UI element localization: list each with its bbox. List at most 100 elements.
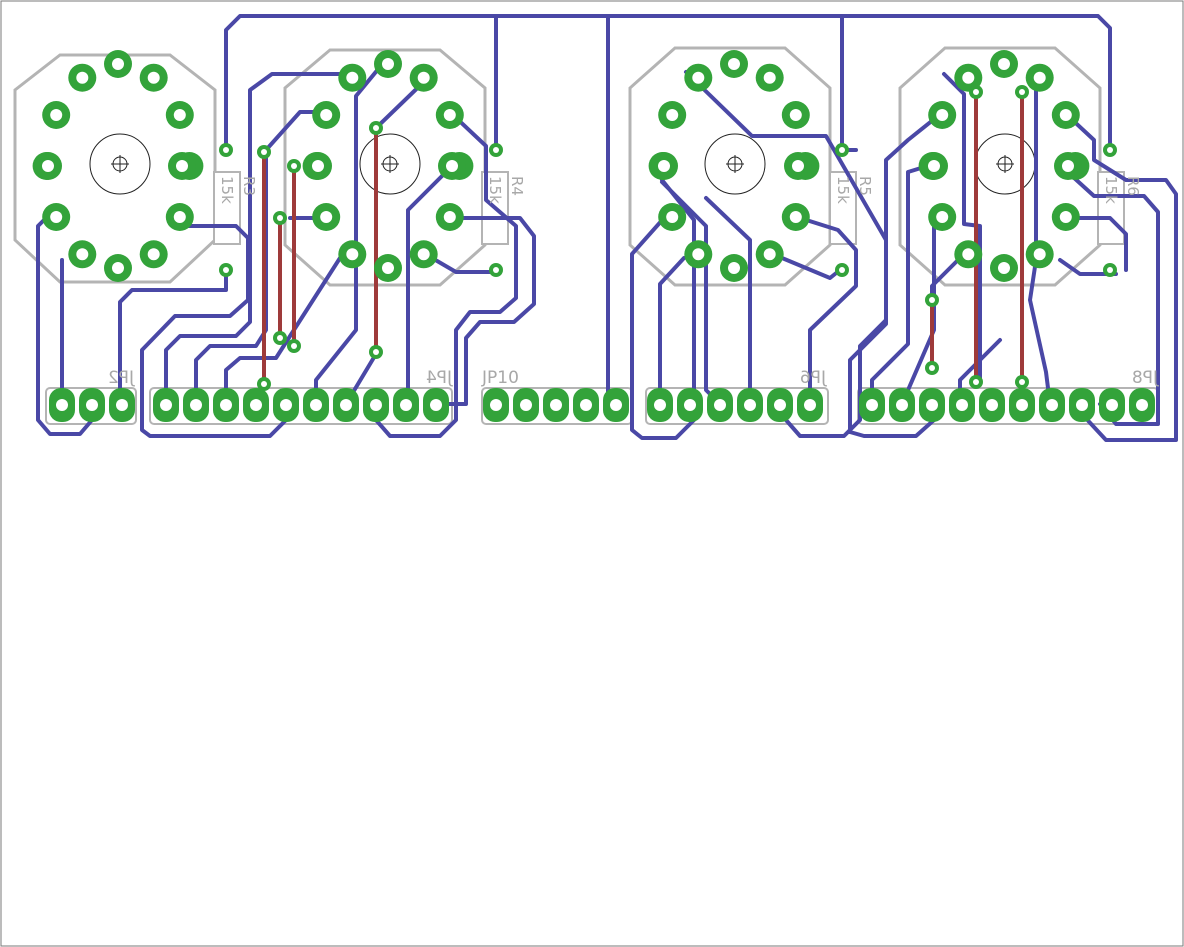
- via: [287, 339, 301, 353]
- trace-jp8-f: [1064, 112, 1178, 442]
- trace-jp4-c: [224, 256, 342, 406]
- trace-sw2-f: [434, 216, 536, 406]
- via: [969, 375, 983, 389]
- trace-jp8-e: [1058, 258, 1118, 276]
- header-pin: [153, 388, 179, 422]
- label-jp4: JP4: [426, 368, 453, 388]
- trace-jp6-f: [798, 216, 858, 406]
- via: [835, 263, 849, 277]
- switch-3-pad: [684, 240, 713, 269]
- header-pin: [483, 388, 509, 422]
- header-pin: [273, 388, 299, 422]
- r6-value: 15k: [1102, 176, 1120, 204]
- header-pin: [183, 388, 209, 422]
- r6-ref: R6: [1124, 176, 1142, 196]
- header-labels: JP2 JP4 JP10 JP6 JP8: [108, 368, 1159, 388]
- header-pin: [1039, 388, 1065, 422]
- switch-1-pad: [165, 101, 194, 129]
- header-pin: [859, 388, 885, 422]
- via: [257, 145, 271, 159]
- header-pin: [979, 388, 1005, 422]
- switch-pads: [32, 50, 1090, 282]
- switch-2-pad: [374, 50, 402, 78]
- switch-2-pad: [409, 63, 438, 92]
- header-pads: [49, 388, 1155, 422]
- switch-3-pad: [755, 240, 784, 269]
- via: [273, 331, 287, 345]
- switch-3-pad: [658, 203, 687, 231]
- switch-2-pad: [435, 203, 464, 231]
- switch-3-pad: [781, 101, 810, 129]
- resistor-labels: 15k R3 15k R4 15k R5 15k R6: [218, 176, 1142, 204]
- via: [273, 211, 287, 225]
- header-pin: [513, 388, 539, 422]
- resistor-body-r6: [1097, 171, 1125, 245]
- switch-4-pad-right: [1054, 152, 1082, 180]
- header-pin: [767, 388, 793, 422]
- switch-1-pad: [139, 63, 168, 92]
- r5-ref: R5: [856, 176, 874, 196]
- switch-1-pad: [68, 240, 97, 269]
- header-pin: [1009, 388, 1035, 422]
- switch-2-pad-right: [438, 152, 466, 180]
- trace-jp8-g: [1070, 174, 1160, 426]
- switch-1-pad-left: [34, 152, 62, 180]
- header-pin: [573, 388, 599, 422]
- switch-4-pad-left: [920, 152, 948, 180]
- switch-4-pad: [1025, 240, 1054, 269]
- trace-sw2-c: [406, 164, 454, 406]
- trace-jp8-i: [942, 72, 982, 384]
- switch-3-pad: [658, 101, 687, 129]
- via: [925, 293, 939, 307]
- header-pin: [603, 388, 629, 422]
- header-pin: [677, 388, 703, 422]
- header-pin: [797, 388, 823, 422]
- via: [969, 85, 983, 99]
- switch-2-pad: [409, 240, 438, 269]
- via: [1103, 143, 1117, 157]
- bottom-traces: [262, 90, 1024, 386]
- component-outlines: [13, 46, 1102, 287]
- trace-jp6-b: [658, 256, 686, 406]
- header-pin: [647, 388, 673, 422]
- via: [369, 345, 383, 359]
- switch-1-pad: [42, 101, 71, 129]
- r3-value: 15k: [218, 176, 236, 204]
- switch-4-pad: [1025, 63, 1054, 92]
- header-pin: [79, 388, 105, 422]
- header-pin: [737, 388, 763, 422]
- trace-jp8-h: [1066, 216, 1128, 272]
- switch-4-pad: [954, 240, 983, 269]
- label-jp8: JP8: [1132, 368, 1159, 388]
- switch-4-pad: [990, 254, 1018, 282]
- switch-3-pad-right: [784, 152, 812, 180]
- switch-2-pad: [374, 254, 402, 282]
- via: [835, 143, 849, 157]
- label-jp10: JP10: [481, 368, 519, 388]
- via: [489, 143, 503, 157]
- header-pin: [333, 388, 359, 422]
- switch-2-pad: [338, 63, 367, 92]
- switch-1-pad: [68, 63, 97, 92]
- switch-1-pad-right: [168, 152, 196, 180]
- header-pin: [303, 388, 329, 422]
- switch-4-pad: [990, 50, 1018, 78]
- switch-2-pad: [312, 101, 341, 129]
- r3-ref: R3: [240, 176, 258, 196]
- shaft-crosshairs: [111, 155, 1014, 173]
- switch-2-pad: [435, 101, 464, 129]
- switch-3-pad: [684, 63, 713, 92]
- header-pin: [393, 388, 419, 422]
- switch-3-pad: [720, 254, 748, 282]
- via: [219, 263, 233, 277]
- label-jp6: JP6: [800, 368, 827, 388]
- switch-4-pad: [954, 63, 983, 92]
- header-pin: [919, 388, 945, 422]
- switch-3-pad-left: [650, 152, 678, 180]
- switch-1-pad: [139, 240, 168, 269]
- switch-3-pad: [755, 63, 784, 92]
- header-pin: [423, 388, 449, 422]
- trace-jp4-b: [194, 110, 320, 406]
- switch-2-pad-left: [304, 152, 332, 180]
- via: [1103, 263, 1117, 277]
